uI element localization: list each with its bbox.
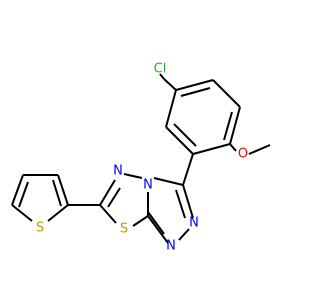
bond-thiadiazole-c-s (99, 204, 117, 224)
oxygen-atom-label: O (238, 147, 248, 162)
bond-ring-6-inner (173, 123, 197, 147)
bond-ring-2-inner (180, 87, 211, 97)
bond-ring-4 (229, 106, 241, 145)
bond-lines (11, 73, 271, 244)
bond-thiadiazole-n-c-inner (107, 187, 121, 208)
bond-thiophene-1-inner (52, 179, 62, 207)
atom-labels: Cl O N N N N S S (36, 62, 248, 254)
bond-triazole-n-n (178, 228, 190, 241)
bond-ring-5 (192, 143, 231, 155)
bond-thiadiazole-n-n (123, 173, 143, 179)
bond-thiadiazole-s-c (132, 215, 149, 227)
bond-triazole-c-n2 (182, 184, 194, 219)
bond-oxygen-methyl (248, 144, 271, 155)
bond-aryl-triazole (182, 153, 194, 186)
thiophene-sulfur-label: S (36, 221, 44, 236)
bond-aryl-oxygen (229, 143, 237, 152)
bond-triazole-c-n1 (153, 177, 184, 186)
bond-thiophene-3 (11, 174, 24, 206)
thiadiazole-sulfur-label: S (120, 222, 128, 237)
bond-thiophene-1 (57, 174, 69, 206)
triazole-nitrogen-right-upper: N (189, 216, 199, 231)
bond-ring-3 (212, 79, 241, 108)
bond-thiophene-3-inner (18, 181, 29, 208)
triazole-nitrogen-upper-left: N (113, 164, 123, 179)
bond-ring-6 (165, 126, 194, 155)
bridgehead-nitrogen-label: N (143, 178, 153, 193)
bond-triazole-c-n2-inner (175, 189, 186, 219)
bond-ring-2 (175, 79, 214, 91)
bond-ring-1 (163, 78, 177, 91)
bond-triazole-n-c-inner (147, 211, 165, 235)
bond-thiophene-4 (11, 204, 33, 222)
triazole-nitrogen-right-lower: N (166, 239, 176, 254)
chlorine-atom-label: Cl (154, 62, 167, 77)
molecule-structure: Cl O N N N N S S (11, 62, 271, 254)
bond-ring-close (165, 89, 177, 128)
bond-triazole-n-c (147, 215, 169, 244)
bond-chlorine (159, 73, 165, 80)
bond-thiadiazole-n-c (99, 179, 116, 206)
bond-ring-4-inner (223, 111, 233, 141)
bond-thiophene-5 (47, 204, 69, 222)
